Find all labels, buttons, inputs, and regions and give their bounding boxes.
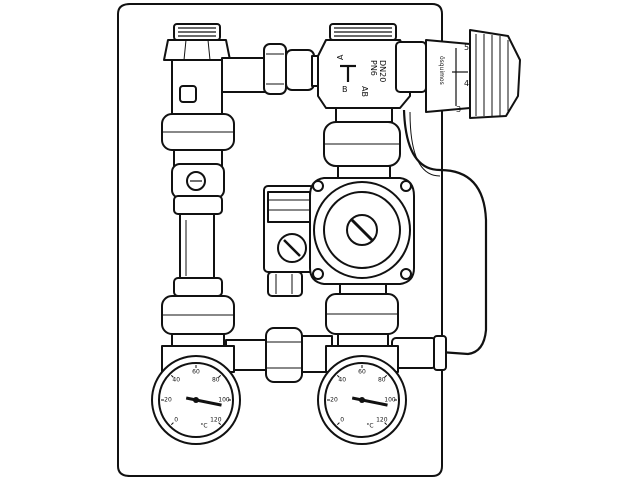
dial-tick-label: 40: [172, 377, 180, 384]
dial-tick-label: 40: [338, 377, 346, 384]
bottom-cross-pipe: [225, 327, 447, 383]
dial-tick-label: 60: [192, 369, 200, 376]
dial-tick-label: 0: [340, 416, 344, 423]
thermo-scale-3: 3: [456, 105, 461, 114]
valve-pn-label: PN6: [369, 60, 378, 76]
thermostatic-head: ōsquimos 3 4 5: [425, 29, 521, 119]
thermo-right-unit: °C: [366, 423, 373, 430]
valve-port-b: B: [342, 85, 348, 94]
dial-tick-mark: [170, 422, 174, 426]
thermo-right-needle: [351, 396, 388, 407]
dial-tick-label: 100: [218, 397, 230, 404]
capillary-tube: [402, 109, 488, 356]
dial-tick-mark: [336, 374, 340, 378]
dial-tick-label: 120: [210, 416, 222, 423]
thermo-left-unit: °C: [200, 423, 207, 430]
dial-tick-label: 20: [164, 397, 172, 404]
dial-tick-label: 80: [378, 377, 386, 384]
dial-tick-mark: [384, 374, 388, 378]
mixing-valve: A B PN6 DN20 AB: [317, 23, 427, 109]
valve-dn-label: DN20: [378, 60, 387, 82]
dial-tick-label: 20: [330, 397, 338, 404]
dial-tick-label: 60: [358, 369, 366, 376]
dial-tick-mark: [170, 374, 174, 378]
thermo-left-needle: [185, 396, 222, 407]
dial-tick-mark: [384, 422, 388, 426]
dial-tick-mark: [336, 422, 340, 426]
thermometer-left: 0 20 40 60 80 100 120 °C: [151, 345, 241, 445]
dial-tick-label: 120: [376, 416, 388, 423]
right-pipe-assembly: [323, 107, 401, 351]
dial-tick-label: 100: [384, 397, 396, 404]
dial-tick-label: 80: [212, 377, 220, 384]
circulation-pump: [263, 177, 415, 297]
dial-tick-label: 0: [174, 416, 178, 423]
dial-tick-mark: [218, 422, 222, 426]
thermometer-right: 0 20 40 60 80 100 120 °C: [317, 345, 407, 445]
thermo-head-brand: ōsquimos: [438, 56, 445, 85]
dial-tick-mark: [218, 374, 222, 378]
valve-port-ab: AB: [360, 86, 369, 97]
left-pipe-assembly: [161, 23, 267, 351]
valve-port-a: A: [336, 54, 345, 60]
thermo-scale-4: 4: [464, 79, 469, 88]
thermo-scale-5: 5: [464, 43, 469, 52]
